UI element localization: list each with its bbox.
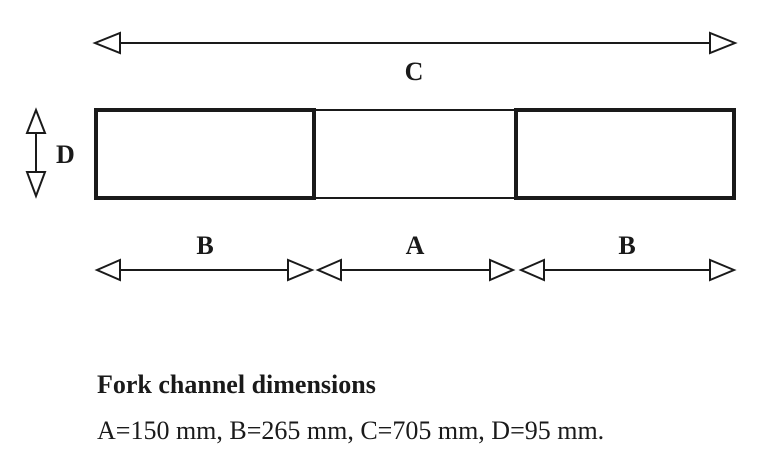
fork-channel-body — [94, 108, 736, 200]
dimension-d-arrow — [25, 107, 47, 199]
label-b-right: B — [618, 231, 635, 260]
label-a: A — [406, 231, 425, 260]
label-d: D — [56, 140, 75, 169]
caption-title: Fork channel dimensions — [97, 370, 376, 399]
caption-dimensions: A=150 mm, B=265 mm, C=705 mm, D=95 mm. — [97, 416, 605, 445]
dimension-a-arrow — [315, 258, 516, 282]
channel-right-b-box — [514, 108, 736, 200]
dimension-b-left-arrow — [94, 258, 315, 282]
channel-left-b-box — [94, 108, 316, 200]
label-b-left: B — [196, 231, 213, 260]
dimension-b-right-arrow — [518, 258, 737, 282]
label-c: C — [405, 57, 424, 86]
dimension-c-arrow — [92, 31, 738, 55]
